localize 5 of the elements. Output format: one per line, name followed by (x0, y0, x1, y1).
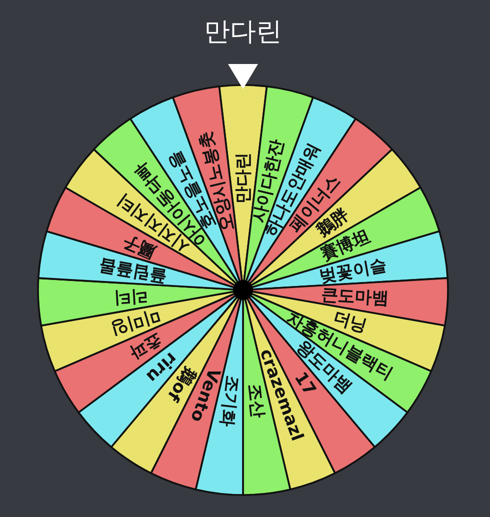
title: 만다린 (204, 16, 282, 49)
segment-label: 만다린 (233, 152, 253, 204)
segment-label: 조기화 (217, 374, 243, 428)
segment-label: 큰도마뱀 (320, 284, 390, 308)
segment-label: 리티 (114, 286, 149, 308)
